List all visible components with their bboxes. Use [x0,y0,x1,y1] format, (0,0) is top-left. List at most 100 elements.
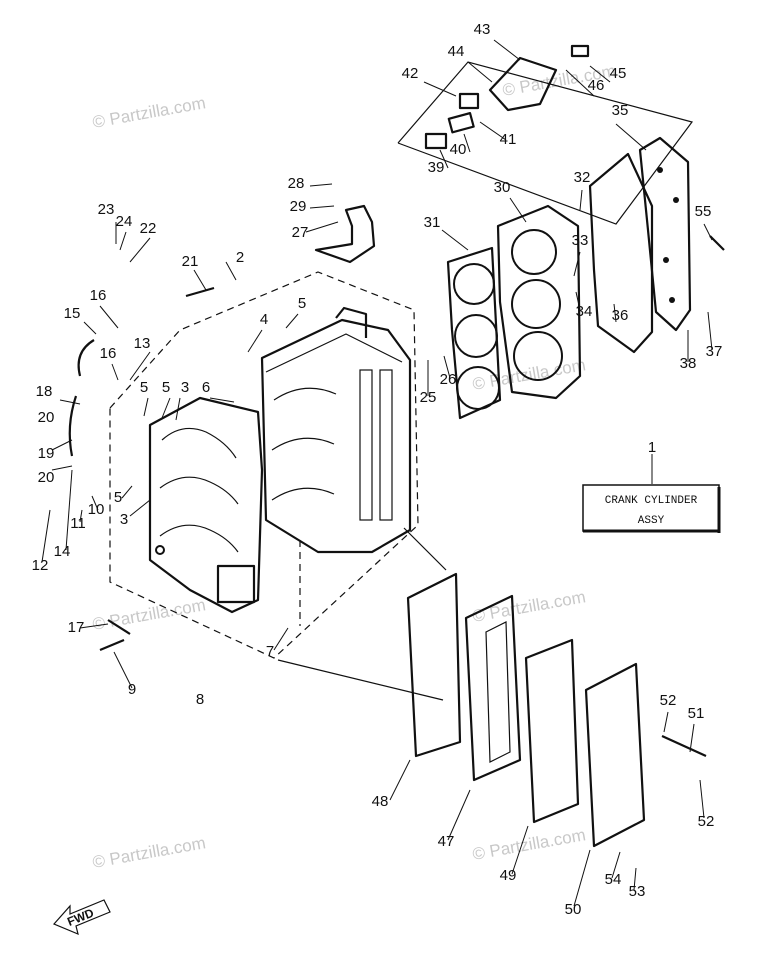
leader-line [575,291,581,311]
assembly-label-box: CRANK CYLINDER ASSY [582,454,721,533]
callout-number: 28 [288,175,305,192]
callout-number: 5 [114,489,122,506]
callout-number: 20 [38,409,55,426]
leader-line [129,351,151,381]
leader-line [225,261,237,281]
leader-line [99,305,119,329]
callout-number: 27 [292,224,309,241]
callout-number: 36 [612,307,629,324]
callout-number: 3 [181,379,189,396]
watermark-text: © Partzilla.com [471,355,587,394]
callout-number: 25 [420,389,437,406]
watermark-text: © Partzilla.com [91,833,207,872]
callout-number: 6 [202,379,210,396]
assembly-outlines [109,61,694,701]
leader-line [273,627,289,651]
leader-line [389,759,411,801]
callout-number: 10 [88,501,105,518]
callout-number: 45 [610,65,627,82]
leader-line [689,723,695,753]
leader-line [611,851,621,879]
leader-line [467,61,493,83]
callout-number: 38 [680,355,697,372]
callout-number: 52 [698,813,715,830]
leader-line [209,397,235,403]
callout-number: 26 [440,371,457,388]
leader-line [443,355,451,379]
callout-number: 5 [140,379,148,396]
leader-line [573,251,581,277]
leader-line [509,197,527,223]
leader-line [121,485,133,499]
leader-line [119,231,127,251]
leader-line [699,779,705,819]
watermark-layer: © Partzilla.com © Partzilla.com © Partzill… [91,61,617,872]
callout-number: 9 [128,681,136,698]
watermark-text: © Partzilla.com [91,93,207,132]
assembly-label-line1: CRANK CYLINDER [605,495,698,507]
callout-number: 32 [574,169,591,186]
callout-number: 34 [576,303,593,320]
callout-number: 8 [196,691,204,708]
callout-number: 42 [402,65,419,82]
leader-line [703,223,713,241]
callout-number: 16 [90,287,107,304]
forward-arrow: FWD [52,899,111,936]
callout-number: 20 [38,469,55,486]
callout-number: 2 [236,249,244,266]
callout-number: 12 [32,557,49,574]
leader-line [51,465,73,471]
leader-line [305,221,339,233]
leader-line [663,711,669,733]
callout-number: 29 [290,198,307,215]
leader-line [439,149,449,169]
assembly-ref-number: 1 [648,439,656,456]
callout-number: 40 [450,141,467,158]
leader-line [479,121,507,141]
callout-number: 31 [424,214,441,231]
leader-line [493,39,521,61]
leader-line [511,825,529,875]
callout-number: 39 [428,159,445,176]
callout-number: 54 [605,871,622,888]
leader-line [59,399,81,405]
callout-number: 48 [372,793,389,810]
callout-number: 43 [474,21,491,38]
hoses-and-fittings [68,235,725,758]
leader-line [193,269,207,291]
head-gasket [446,246,502,420]
watermark-text: © Partzilla.com [91,595,207,634]
callout-number: 11 [70,515,86,532]
callout-number: 37 [706,343,723,360]
leader-line [707,311,713,351]
leader-line [613,303,617,323]
leader-line [129,499,151,517]
exhaust-cover-stack [406,572,646,848]
leader-line [441,229,469,251]
callout-number: 23 [98,201,115,218]
leader-line [143,397,149,417]
callout-number: 50 [565,901,582,918]
leader-line [83,321,97,335]
leader-line [285,313,299,329]
callout-number: 51 [688,705,705,722]
callout-number: 16 [100,345,117,362]
callout-number: 15 [64,305,81,322]
callout-number: 52 [660,692,677,709]
crankcase-half [148,396,264,614]
leader-line [447,789,471,841]
leader-line [565,69,595,97]
leader-line [589,65,611,83]
cylinder-head [496,204,582,400]
callout-number: 5 [298,295,306,312]
callout-number: 7 [266,643,274,660]
leader-line [51,439,73,451]
callout-number: 35 [612,102,629,119]
leader-line [65,469,73,551]
leader-line [309,205,335,209]
callout-number: 41 [500,131,517,148]
thermostat-cover-group [424,44,590,150]
leader-line [161,397,171,419]
